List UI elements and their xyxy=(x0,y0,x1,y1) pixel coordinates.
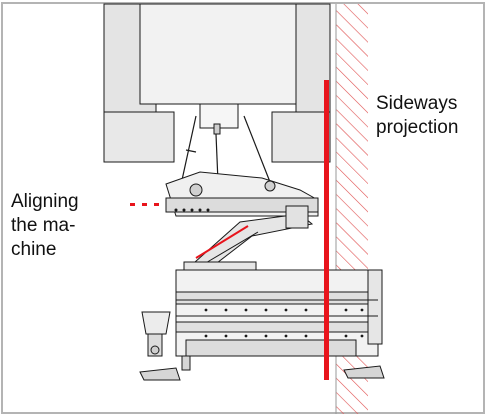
boom-arm xyxy=(165,171,319,277)
machine-rivets xyxy=(204,308,364,338)
alignment-dots xyxy=(130,203,159,206)
projection-line xyxy=(324,80,329,380)
operator-seat xyxy=(141,311,171,357)
carrier-vehicle xyxy=(103,3,331,163)
outrigger-feet xyxy=(139,355,385,381)
sideways-projection-label: Sideways projection xyxy=(376,93,459,138)
aligning-machine-label: Aligning the ma- chine xyxy=(11,191,79,260)
boom-rail-dots xyxy=(174,208,210,212)
